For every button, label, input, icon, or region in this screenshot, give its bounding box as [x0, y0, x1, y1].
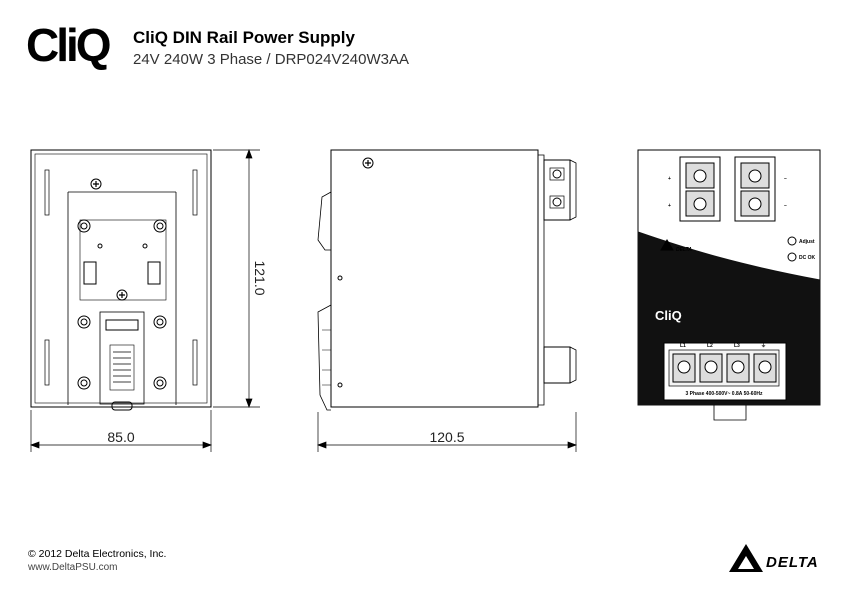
plus-sign: + [668, 203, 671, 209]
rating-label: 3 Phase 400-500V~ 0.8A 50-60Hz [686, 391, 763, 397]
height-label: 121.0 [252, 260, 268, 295]
website-text: www.DeltaPSU.com [28, 562, 118, 573]
delta-logo-icon [729, 544, 763, 572]
page-subtitle: 24V 240W 3 Phase / DRP024V240W3AA [133, 51, 409, 68]
terminal-label-l2: L2 [707, 343, 713, 349]
dc-ok-label: DC OK [799, 255, 816, 261]
depth-label: 120.5 [429, 429, 464, 445]
width-label: 85.0 [107, 429, 134, 445]
terminal-label-l3: L3 [734, 343, 740, 349]
front-series-mark: CliQ [655, 308, 682, 323]
width-dimension [30, 410, 212, 452]
footer-brand: DELTA [766, 554, 819, 571]
page-title: CliQ DIN Rail Power Supply [133, 28, 355, 47]
adjust-label: Adjust [799, 239, 815, 245]
front-view [637, 149, 821, 421]
cliq-logo: CliQ [26, 19, 112, 71]
copyright-text: © 2012 Delta Electronics, Inc. [28, 548, 167, 560]
terminal-label-l1: L1 [680, 343, 686, 349]
minus-sign: – [784, 176, 787, 182]
minus-sign: – [784, 203, 787, 209]
side-view [317, 149, 577, 411]
terminal-label-ground: ⏚ [761, 342, 766, 349]
front-brand-label: DELTA [676, 247, 692, 253]
plus-sign: + [668, 176, 671, 182]
depth-dimension [317, 412, 577, 452]
height-dimension [213, 149, 260, 408]
back-view [30, 149, 212, 411]
